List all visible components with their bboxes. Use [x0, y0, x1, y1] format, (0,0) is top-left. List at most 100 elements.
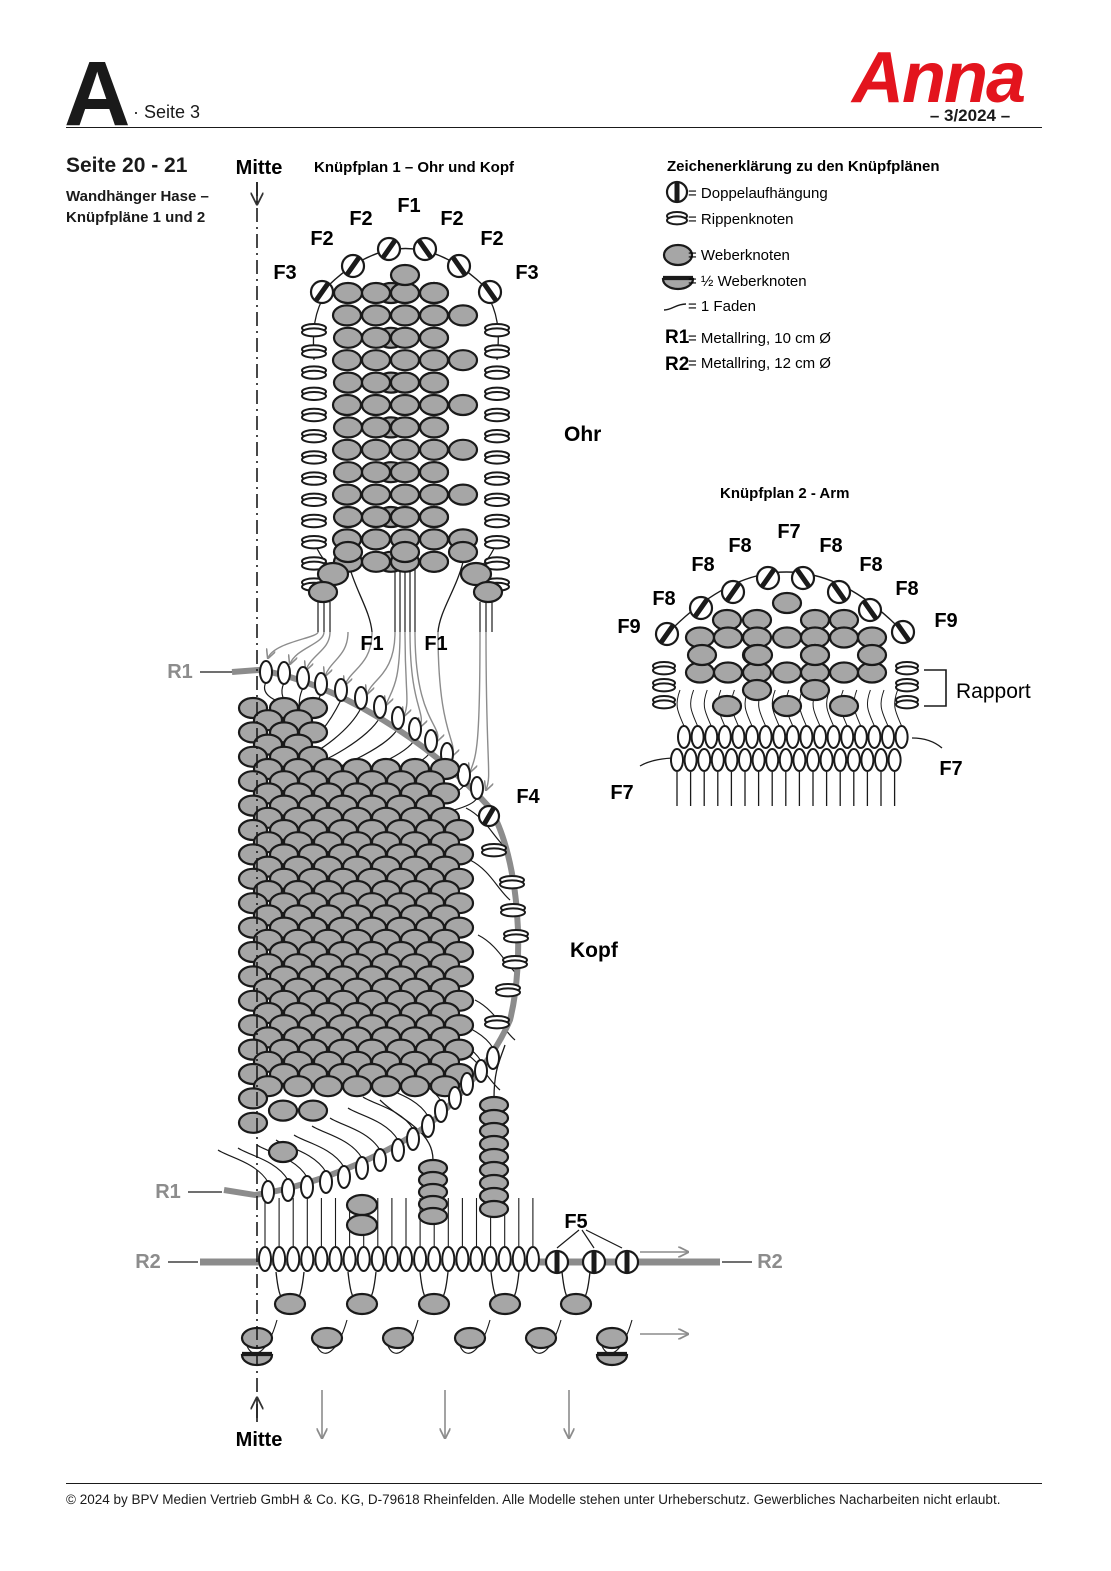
weaver-knot: [399, 1075, 431, 1098]
rib-knot: [690, 725, 705, 749]
weaver-knot: [418, 371, 450, 394]
rib-knot: [895, 695, 919, 710]
rib-knot: [486, 1046, 500, 1070]
weaver-knot: [856, 643, 888, 667]
weaver-knot: [307, 580, 339, 604]
rib-knot: [652, 695, 676, 710]
rib-knot: [717, 725, 732, 749]
weaver-knot: [447, 540, 479, 564]
weaver-knot: [447, 349, 479, 372]
weaver-knot: [360, 393, 392, 417]
rib-knot: [281, 1178, 295, 1202]
rib-knot: [259, 660, 273, 684]
center-label-top: Mitte: [236, 157, 283, 179]
weaver-knot: [282, 1075, 314, 1098]
label-f8: F8: [895, 578, 918, 600]
rib-knot: [408, 717, 422, 741]
double-hitch: [614, 1249, 640, 1275]
weaver-knot: [662, 243, 694, 267]
subtitle-line: Wandhänger Hase –: [66, 188, 209, 205]
rib-knot: [421, 1114, 435, 1138]
rib-knot: [337, 1165, 351, 1189]
label-f3: F3: [515, 262, 538, 284]
weaver-knot: [828, 626, 860, 649]
weaver-knot: [472, 580, 504, 604]
label-f1: F1: [397, 195, 420, 217]
weaver-knot: [310, 1326, 344, 1350]
rib-knot: [704, 725, 719, 749]
weaver-knot: [332, 416, 364, 439]
rib-knot: [391, 1138, 405, 1162]
rib-knot: [894, 725, 909, 749]
plan2-title: Knüpfplan 2 - Arm: [720, 485, 849, 502]
weaver-knot: [360, 326, 392, 349]
rib-knot: [470, 776, 484, 800]
weaver-knot: [237, 1111, 269, 1134]
rib-knot: [497, 1246, 512, 1272]
weaver-knot: [312, 1075, 344, 1098]
rib-knot: [301, 344, 327, 359]
rib-knot: [867, 725, 882, 749]
weaver-knot: [418, 304, 450, 327]
legend-symbol-r1: R1: [665, 327, 690, 348]
rib-knot: [261, 1180, 275, 1204]
center-label-bottom: Mitte: [236, 1429, 283, 1451]
weaver-knot: [742, 643, 774, 667]
weaver-knot: [381, 1326, 415, 1350]
label-f1: F1: [424, 633, 447, 655]
weaver-knot: [389, 461, 421, 484]
rib-knot: [484, 323, 510, 338]
weaver-knot: [418, 461, 450, 484]
rib-knot: [258, 1246, 272, 1272]
weaver-knot: [332, 326, 364, 349]
rib-knot: [301, 323, 327, 338]
weaver-knot: [741, 678, 773, 702]
weaver-knot: [267, 1140, 299, 1164]
rib-knot: [511, 1246, 526, 1272]
double-hitch: [446, 253, 472, 279]
rib-knot: [373, 1148, 387, 1172]
weaver-knot: [389, 505, 421, 529]
legend-item-text: = Metallring, 12 cm Ø: [688, 355, 831, 372]
label-r2: R2: [135, 1251, 161, 1273]
section-title: Seite 20 - 21: [66, 154, 188, 177]
rib-knot: [495, 983, 521, 998]
weaver-knot: [799, 643, 831, 667]
rib-knot: [819, 748, 834, 772]
label-f9: F9: [934, 610, 957, 632]
label-r2: R2: [757, 1251, 783, 1273]
rib-knot: [413, 1246, 428, 1272]
weaver-knot: [331, 393, 363, 417]
label-f8: F8: [859, 554, 882, 576]
weaver-knot: [453, 1326, 487, 1350]
rib-knot: [758, 725, 773, 749]
rib-knot: [853, 725, 868, 749]
double-hitch: [890, 619, 916, 645]
weaver-knot: [418, 528, 450, 551]
rib-knot: [448, 1086, 462, 1110]
weaver-knot: [370, 1075, 402, 1098]
rib-knot: [778, 748, 793, 772]
weaver-knot: [332, 281, 364, 305]
rib-knot: [319, 1170, 333, 1194]
weaver-knot: [389, 371, 421, 394]
double-hitch: [857, 597, 883, 623]
rib-knot: [296, 666, 310, 690]
rib-knot: [887, 748, 902, 772]
rib-knot: [895, 678, 919, 693]
label-f5: F5: [564, 1211, 587, 1233]
label-f8: F8: [691, 554, 714, 576]
rib-knot: [399, 1246, 413, 1272]
weaver-knot: [417, 1206, 449, 1226]
label-r1: R1: [167, 661, 193, 683]
rib-knot: [833, 748, 848, 772]
weaver-knot: [360, 304, 392, 327]
rib-knot: [328, 1246, 343, 1272]
weaver-knot: [771, 626, 803, 649]
weaver-knot: [771, 694, 803, 718]
double-hitch: [720, 579, 746, 605]
rib-knot: [710, 748, 725, 772]
weaver-knot: [524, 1326, 558, 1350]
